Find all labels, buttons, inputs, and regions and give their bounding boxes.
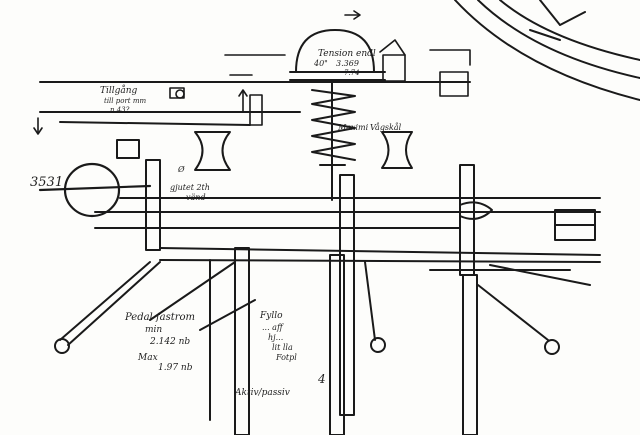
pulleys bbox=[116, 131, 413, 171]
lower-mid-note-2: ... aff bbox=[262, 323, 284, 332]
handwritten-notes: 3531 Tension endl 40" 3.369 7.74 Tillgån… bbox=[30, 49, 402, 398]
top-left-note-3: n 43? bbox=[110, 106, 130, 114]
lower-left-note-4: Max bbox=[137, 353, 158, 363]
arrows bbox=[33, 10, 361, 135]
spring-note-3: 3.369 bbox=[336, 59, 359, 68]
lower-mid-note-5: Fotpl bbox=[275, 353, 297, 362]
dim-left-label: 3531 bbox=[30, 175, 63, 190]
roller-left bbox=[38, 162, 152, 218]
right-note-2: Vågskål bbox=[370, 123, 402, 132]
lower-mid-note-4: lit lla bbox=[272, 343, 293, 352]
spring-note-4: 7.74 bbox=[344, 69, 360, 77]
right-clamp bbox=[459, 201, 596, 286]
wheel-arcs bbox=[454, 0, 640, 101]
right-note-1: Maximi bbox=[337, 123, 369, 132]
lower-left-note-2: min bbox=[145, 325, 162, 335]
pedal-legs bbox=[54, 261, 560, 355]
lower-mid-note-1: Fyllo bbox=[259, 311, 283, 321]
lower-mid-note-3: hj... bbox=[268, 333, 283, 342]
mid-note-1: Ø bbox=[177, 165, 185, 174]
mid-note-3: vänd bbox=[186, 193, 206, 202]
top-fittings bbox=[169, 39, 471, 126]
spring-note-2: 40" bbox=[313, 59, 328, 68]
mid-note-2: gjutet 2th bbox=[170, 183, 210, 192]
lower-left-note-5: 1.97 nb bbox=[158, 363, 193, 373]
top-left-note-2: till port mm bbox=[104, 97, 146, 105]
vertical-posts bbox=[145, 159, 478, 435]
frame-rails bbox=[39, 81, 601, 271]
spring-note-1: Tension endl bbox=[318, 49, 376, 59]
arrow-label: 4 bbox=[317, 372, 326, 386]
lower-left-note-3: 2.142 nb bbox=[149, 337, 190, 347]
lower-left-note-1: Pedal fastrom bbox=[124, 312, 195, 323]
bottom-note: Aktiv/passiv bbox=[234, 388, 290, 398]
top-left-note-1: Tillgång bbox=[100, 84, 138, 96]
spring-assembly bbox=[289, 29, 386, 201]
